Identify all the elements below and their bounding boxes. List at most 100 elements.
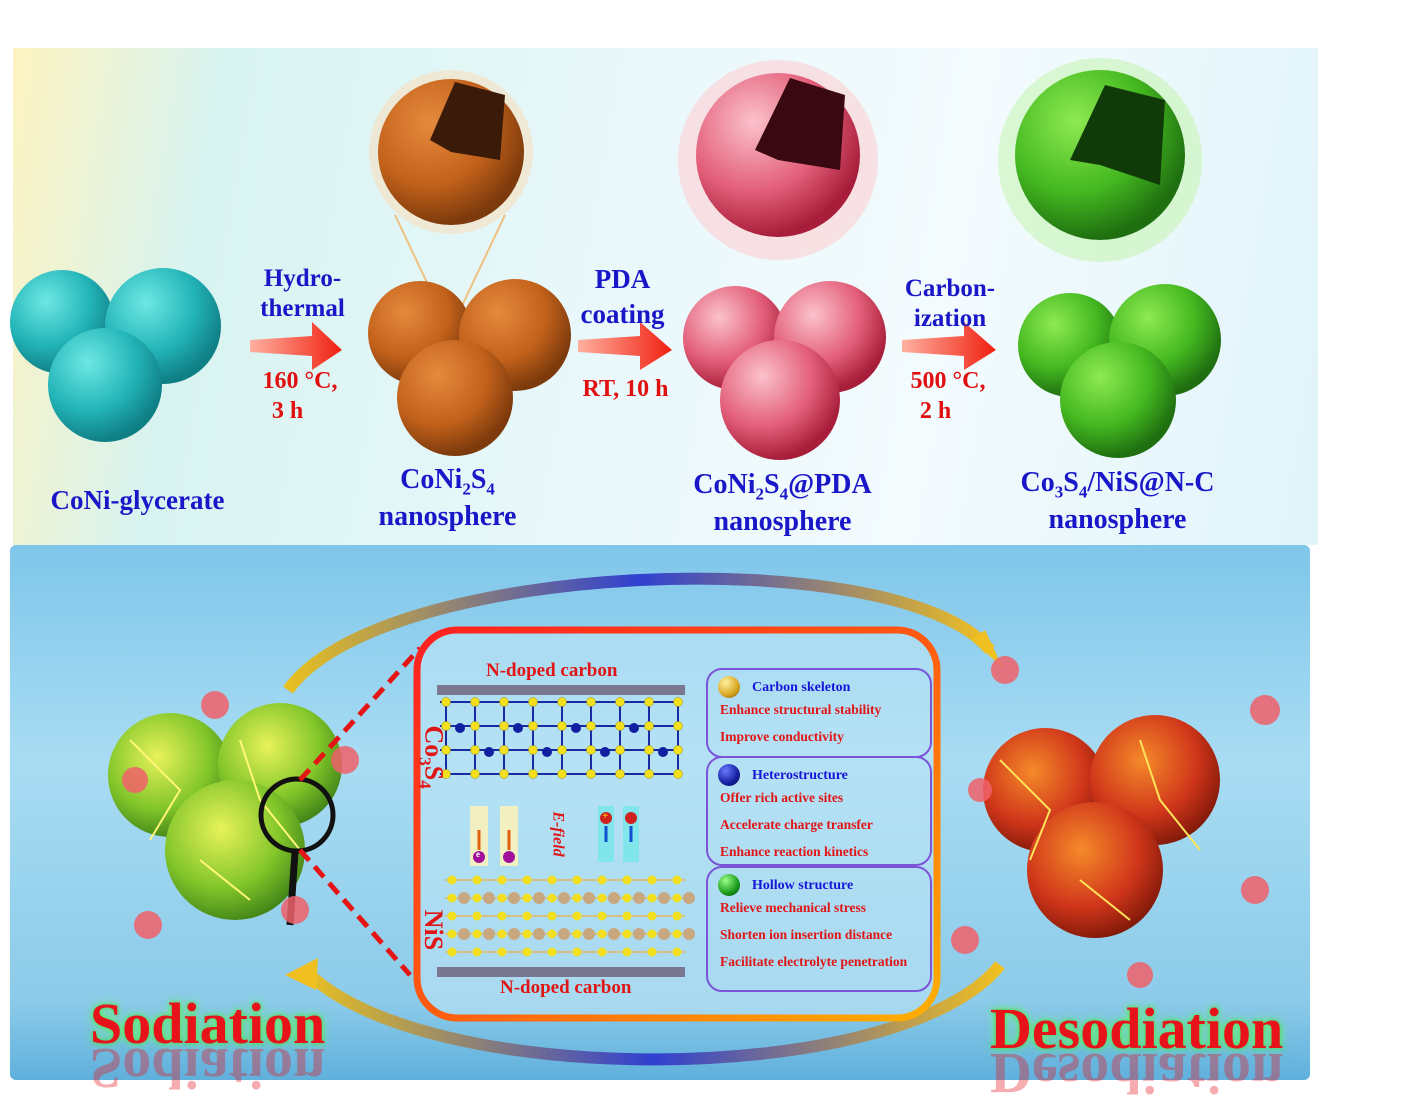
nickel-atom xyxy=(633,928,645,940)
sulfur-atom xyxy=(470,697,480,707)
sulfur-atom xyxy=(470,745,480,755)
sodiation-label: Sodiation xyxy=(90,991,326,1056)
nickel-atom xyxy=(608,928,620,940)
subscript: 2 xyxy=(755,484,765,504)
sulfur-atom xyxy=(615,697,625,707)
sulfur-atom xyxy=(472,929,482,939)
sulfur-atom xyxy=(622,929,632,939)
n-doped-carbon-label-top: N-doped carbon xyxy=(486,660,618,681)
sulfur-atom xyxy=(597,929,607,939)
co3s4-lattice xyxy=(440,697,683,779)
formula-text: S xyxy=(1063,467,1079,498)
step-title-line: thermal xyxy=(260,295,345,322)
feature-title: Hollow structure xyxy=(752,878,854,893)
sulfur-atom xyxy=(499,721,509,731)
sulfur-atom xyxy=(441,745,451,755)
sulfur-atom xyxy=(447,911,457,921)
sulfur-atom xyxy=(622,875,632,885)
sulfur-atom xyxy=(647,911,657,921)
n-doped-carbon-layer-bottom xyxy=(437,967,685,977)
subscript: 2 xyxy=(462,479,471,499)
feature-panel-carbon-skeleton: Carbon skeleton Enhance structural stabi… xyxy=(706,668,932,758)
sulfur-atom xyxy=(647,893,657,903)
nickel-atom xyxy=(508,892,520,904)
sulfur-atom xyxy=(622,893,632,903)
sulfur-atom xyxy=(622,911,632,921)
cobalt-atom xyxy=(600,747,610,757)
sulfur-atom xyxy=(528,745,538,755)
nickel-atom xyxy=(583,928,595,940)
formula-text: @PDA xyxy=(788,469,872,500)
sulfur-atom xyxy=(572,893,582,903)
sulfur-atom xyxy=(528,721,538,731)
cobalt-atom xyxy=(455,723,465,733)
electron-migration-arrows xyxy=(470,806,518,866)
step-condition-hydrothermal: 160 °C,3 h xyxy=(245,366,355,426)
sulfur-atom xyxy=(447,893,457,903)
arrow-carbonization-icon xyxy=(902,322,996,370)
formula-text: CoNi xyxy=(400,464,463,495)
sulfur-atom xyxy=(447,875,457,885)
sulfur-atom xyxy=(597,947,607,957)
stage-label-coni-glycerate: CoNi-glycerate xyxy=(50,485,225,515)
nickel-atom xyxy=(458,892,470,904)
coni2s4-pda-spheres xyxy=(678,60,886,460)
coni2s4-spheres xyxy=(368,70,571,456)
feature-title: Carbon skeleton xyxy=(752,680,851,695)
sulfur-atom xyxy=(615,745,625,755)
sulfur-atom xyxy=(622,947,632,957)
cobalt-atom xyxy=(542,747,552,757)
sulfur-atom xyxy=(447,929,457,939)
feature-item: Enhance structural stability xyxy=(720,702,882,717)
sulfur-atom xyxy=(572,929,582,939)
sodiation-reflection: Sodiation xyxy=(90,1036,326,1101)
feature-panel-heterostructure: Heterostructure Offer rich active sites … xyxy=(706,756,932,866)
stage-label-co3s4-nis-nc: Co3S4/NiS@N-C nanosphere xyxy=(1000,466,1235,537)
sulfur-atom xyxy=(547,911,557,921)
formula-line2: nanosphere xyxy=(1048,503,1187,535)
sulfur-atom xyxy=(597,911,607,921)
sulfur-atom xyxy=(497,947,507,957)
sulfur-atom xyxy=(647,947,657,957)
zoom-line-top xyxy=(298,646,422,782)
subscript: 4 xyxy=(779,484,789,504)
nickel-atom xyxy=(633,892,645,904)
sulfur-atom xyxy=(441,769,451,779)
arrow-pda-coating-icon xyxy=(578,322,672,370)
sulfur-atom xyxy=(673,697,683,707)
sulfur-atom xyxy=(597,875,607,885)
feature-panel-hollow-structure: Hollow structure Relieve mechanical stre… xyxy=(706,866,932,992)
sodium-ion-icons xyxy=(122,656,1280,988)
sulfur-atom xyxy=(441,721,451,731)
nickel-atom xyxy=(658,928,670,940)
sulfur-atom xyxy=(441,697,451,707)
nickel-atom xyxy=(508,928,520,940)
formula-line2: nanosphere xyxy=(713,505,852,537)
sulfur-atom xyxy=(572,947,582,957)
sulfur-atom xyxy=(522,893,532,903)
nickel-atom xyxy=(533,928,545,940)
sulfur-atom xyxy=(470,769,480,779)
sulfur-atom xyxy=(586,697,596,707)
zoom-line-bottom xyxy=(298,848,412,977)
sulfur-atom xyxy=(672,911,682,921)
nickel-atom xyxy=(683,928,695,940)
feature-item: Accelerate charge transfer xyxy=(720,817,873,832)
feature-item: Relieve mechanical stress xyxy=(720,900,866,915)
nickel-atom xyxy=(583,892,595,904)
nickel-atom xyxy=(533,892,545,904)
formula-line2: nanosphere xyxy=(378,500,517,532)
sulfur-atom xyxy=(673,769,683,779)
nickel-atom xyxy=(658,892,670,904)
sulfur-atom xyxy=(472,875,482,885)
sulfur-atom xyxy=(644,721,654,731)
nis-phase-label: NiS xyxy=(419,909,449,951)
sulfur-atom xyxy=(499,745,509,755)
n-doped-carbon-layer-top xyxy=(437,685,685,695)
sulfur-atom xyxy=(644,697,654,707)
sulfur-atom xyxy=(528,769,538,779)
sulfur-atom xyxy=(673,721,683,731)
sulfur-atom xyxy=(586,721,596,731)
feature-title: Heterostructure xyxy=(752,768,848,783)
